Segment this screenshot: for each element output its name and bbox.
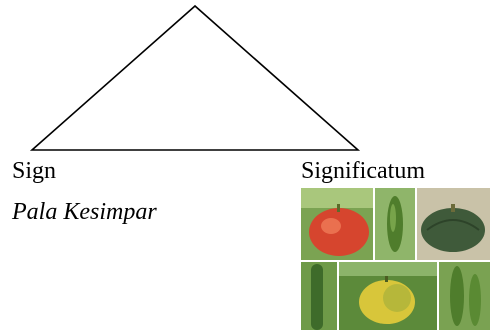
significatum-image — [301, 188, 490, 330]
red-pumpkin-photo — [301, 188, 373, 260]
bitter-gourds-photo — [439, 262, 490, 330]
semiotic-triangle — [29, 4, 361, 151]
sign-example-label: Pala Kesimpar — [12, 199, 157, 225]
long-gourd-photo — [301, 262, 337, 330]
green-pumpkin-photo — [417, 188, 490, 260]
sign-label: Sign — [12, 158, 57, 184]
triangle-outline — [29, 4, 361, 151]
significatum-label: Significatum — [301, 158, 425, 184]
yellow-pumpkin-photo — [339, 262, 437, 330]
bitter-gourd-photo — [375, 188, 415, 260]
